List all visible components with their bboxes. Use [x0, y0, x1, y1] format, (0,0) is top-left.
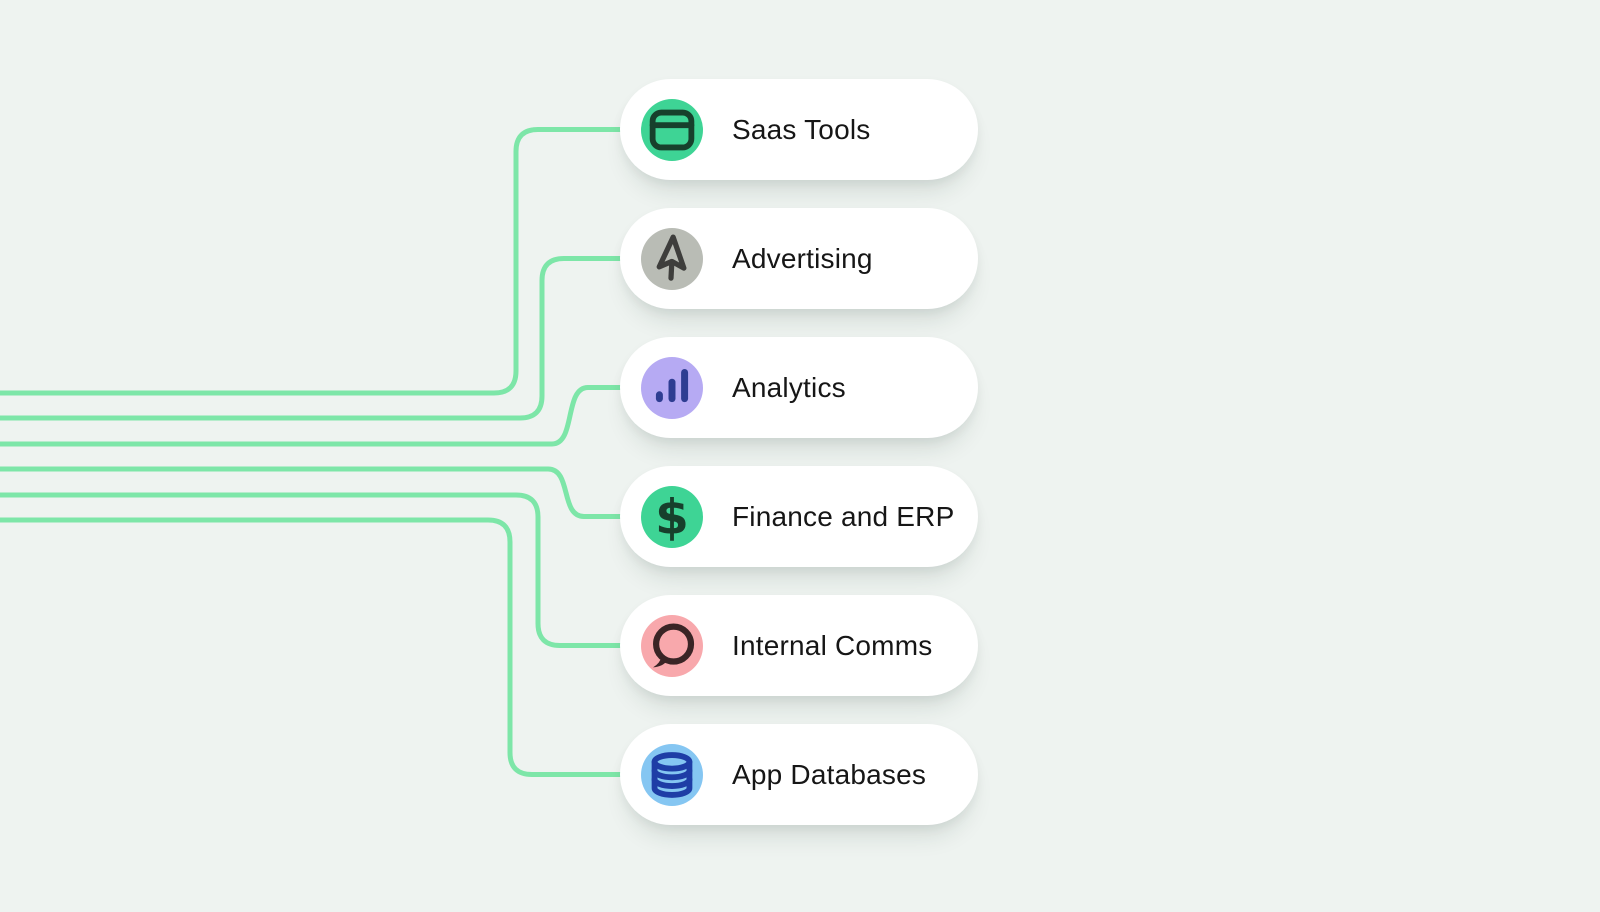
node-label: App Databases [732, 758, 927, 790]
connector-finance [0, 466, 640, 519]
connector-saas-tools [0, 127, 640, 396]
svg-text:$: $ [655, 489, 689, 545]
connector-app-databases [0, 517, 640, 777]
node-card-saas-tools: Saas Tools [620, 79, 978, 180]
node-card-advertising: Advertising [620, 208, 978, 309]
database-icon [641, 743, 703, 806]
dollar-icon: $ [641, 485, 703, 548]
node-label: Advertising [732, 242, 873, 274]
node-label: Finance and ERP [732, 500, 955, 532]
bar-chart-icon [641, 356, 703, 419]
node-card-finance-erp: $ Finance and ERP [620, 466, 978, 567]
node-label: Saas Tools [732, 113, 871, 145]
node-label: Internal Comms [732, 629, 933, 661]
cursor-icon [641, 227, 703, 290]
chat-bubble-icon [641, 614, 703, 677]
node-card-internal-comms: Internal Comms [620, 595, 978, 696]
node-card-analytics: Analytics [620, 337, 978, 438]
connector-internal-comms [0, 492, 640, 648]
connector-analytics [0, 385, 640, 447]
browser-window-icon [641, 98, 703, 161]
node-card-app-databases: App Databases [620, 724, 978, 825]
node-label: Analytics [732, 371, 846, 403]
connector-advertising [0, 256, 640, 421]
